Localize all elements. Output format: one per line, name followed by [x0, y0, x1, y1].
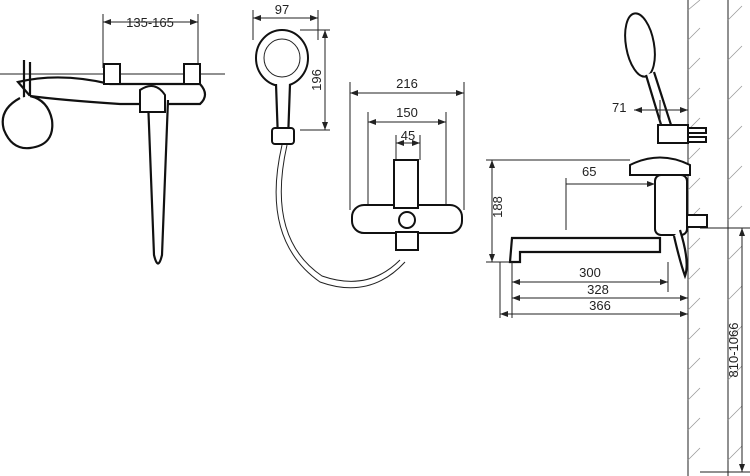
- dim-head-width: 97: [275, 2, 289, 17]
- dim-body-mid: 150: [396, 105, 418, 120]
- dim-spout-offset: 65: [582, 164, 596, 179]
- dim-mount-spacing: 135-165: [126, 15, 174, 30]
- dim-body-overall: 216: [396, 76, 418, 91]
- front-view: 216 150 45: [349, 76, 465, 251]
- top-view: 135-165: [0, 14, 225, 265]
- dim-spout-328: 328: [587, 282, 609, 297]
- dim-height: 188: [490, 196, 505, 218]
- dim-mount-height: 810-1066: [726, 323, 741, 378]
- dim-spout-366: 366: [589, 298, 611, 313]
- side-view: 810-1066 71 65 188 300 328 366: [486, 0, 750, 476]
- dim-body-inner: 45: [401, 128, 415, 143]
- dim-wall-offset: 71: [612, 100, 626, 115]
- dim-spout-300: 300: [579, 265, 601, 280]
- shower-head-view: 97 196: [252, 2, 406, 289]
- dim-head-height: 196: [309, 69, 324, 91]
